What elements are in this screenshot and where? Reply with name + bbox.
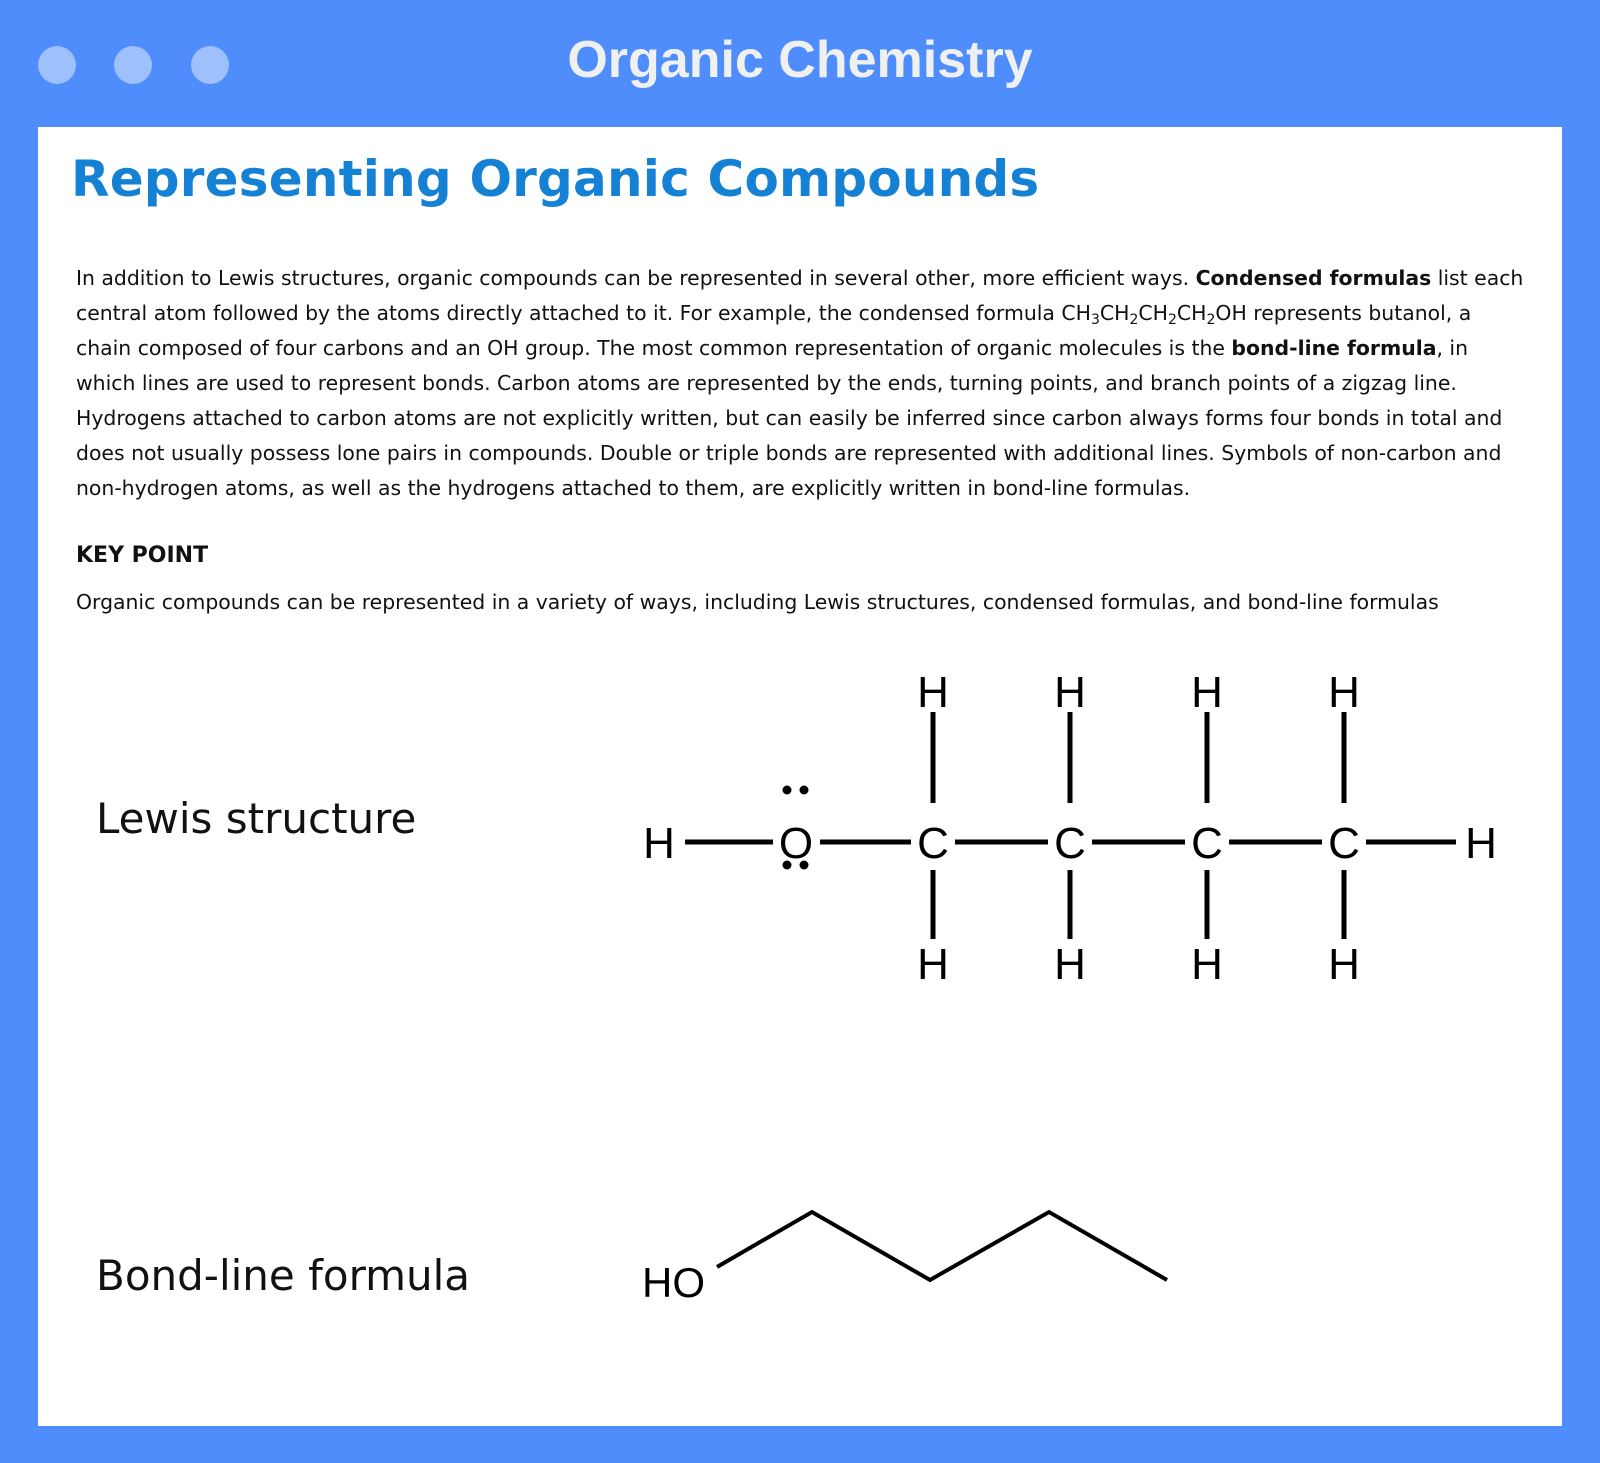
term-bond-line-formula: bond-line formula (1231, 336, 1437, 360)
page-title: Representing Organic Compounds (71, 150, 1040, 208)
lone-pair-dot (799, 860, 809, 870)
window-dot-minimize[interactable] (114, 46, 152, 84)
lone-pair-dot (782, 860, 792, 870)
content-page: Representing Organic Compounds In additi… (38, 127, 1562, 1426)
atom-c2: C (1054, 819, 1086, 868)
atom-c1: C (917, 819, 949, 868)
structure-diagrams: H O C C C C H H H H H H H H H HO (642, 668, 1497, 1306)
lone-pair-dot (782, 785, 792, 795)
term-condensed-formulas: Condensed formulas (1195, 266, 1432, 290)
atom-h-right: H (1465, 819, 1497, 868)
paragraph-text: , in which lines are used to represent b… (76, 336, 1503, 500)
window-titlebar: Organic Chemistry (0, 0, 1600, 127)
paragraph-text: In addition to Lewis structures, organic… (76, 266, 1196, 290)
lone-pair-dot (799, 785, 809, 795)
atom-h-bottom-1: H (917, 940, 949, 989)
hydroxyl-label: HO (642, 1259, 705, 1306)
lewis-structure-diagram (685, 712, 1456, 939)
atom-o: O (779, 819, 813, 868)
lewis-structure-label: Lewis structure (96, 794, 417, 843)
bond-line-diagram: HO (642, 1209, 1168, 1306)
bond-line-formula-label: Bond-line formula (96, 1251, 471, 1300)
key-point-heading: KEY POINT (76, 543, 209, 568)
atom-h-bottom-4: H (1328, 940, 1360, 989)
zigzag-chain (715, 1209, 1168, 1283)
window-dot-close[interactable] (38, 46, 76, 84)
atom-h-bottom-3: H (1191, 940, 1223, 989)
atom-h-bottom-2: H (1054, 940, 1086, 989)
atom-h-top-1: H (917, 668, 949, 717)
window-title: Organic Chemistry (567, 31, 1033, 89)
paragraph-text: represents butanol, a chain composed of … (76, 301, 1472, 360)
condensed-formula: CH3CH2CH2CH2OH (1061, 301, 1247, 328)
atom-h-top-4: H (1328, 668, 1360, 717)
atom-c3: C (1191, 819, 1223, 868)
atom-h-top-3: H (1191, 668, 1223, 717)
window-dot-maximize[interactable] (191, 46, 229, 84)
atom-h-left: H (643, 819, 675, 868)
atom-c4: C (1328, 819, 1360, 868)
atom-h-top-2: H (1054, 668, 1086, 717)
lone-pairs (782, 785, 809, 870)
key-point-text: Organic compounds can be represented in … (76, 590, 1439, 614)
paragraph-text: list each central atom followed by the a… (76, 266, 1524, 325)
intro-paragraph: In addition to Lewis structures, organic… (76, 261, 1526, 506)
